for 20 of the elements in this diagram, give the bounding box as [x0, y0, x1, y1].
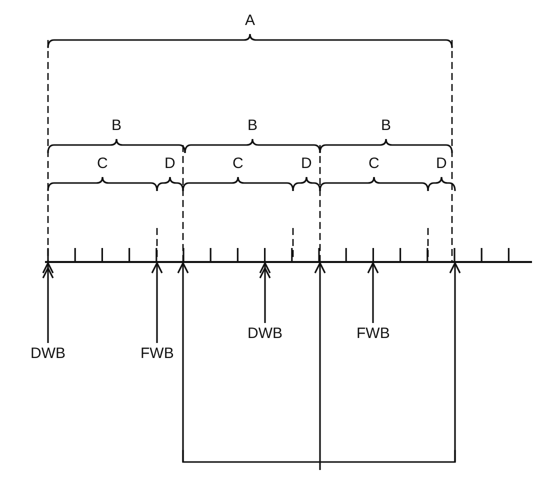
signal-label: FWB [140, 345, 174, 362]
signal-label: DWB [248, 325, 282, 342]
arrow [314, 262, 326, 462]
bracket-label: B [112, 117, 122, 134]
bracket-label: B [381, 117, 392, 134]
bracket-label: D [436, 155, 447, 172]
bracket-label: C [97, 155, 108, 172]
arrow [177, 262, 189, 462]
bracket-label: D [301, 155, 312, 172]
signal-label: FWB [356, 325, 390, 342]
bracket-label: D [164, 155, 176, 172]
bracket-label: C [368, 155, 380, 172]
arrow [449, 262, 461, 462]
arrow [151, 262, 163, 343]
arrow [367, 262, 379, 323]
time-axis [45, 248, 532, 263]
bracket-label: B [248, 117, 258, 134]
signal-label: DWB [30, 345, 66, 362]
bracket-label: C [232, 155, 244, 172]
bracket-label: A [245, 12, 256, 29]
